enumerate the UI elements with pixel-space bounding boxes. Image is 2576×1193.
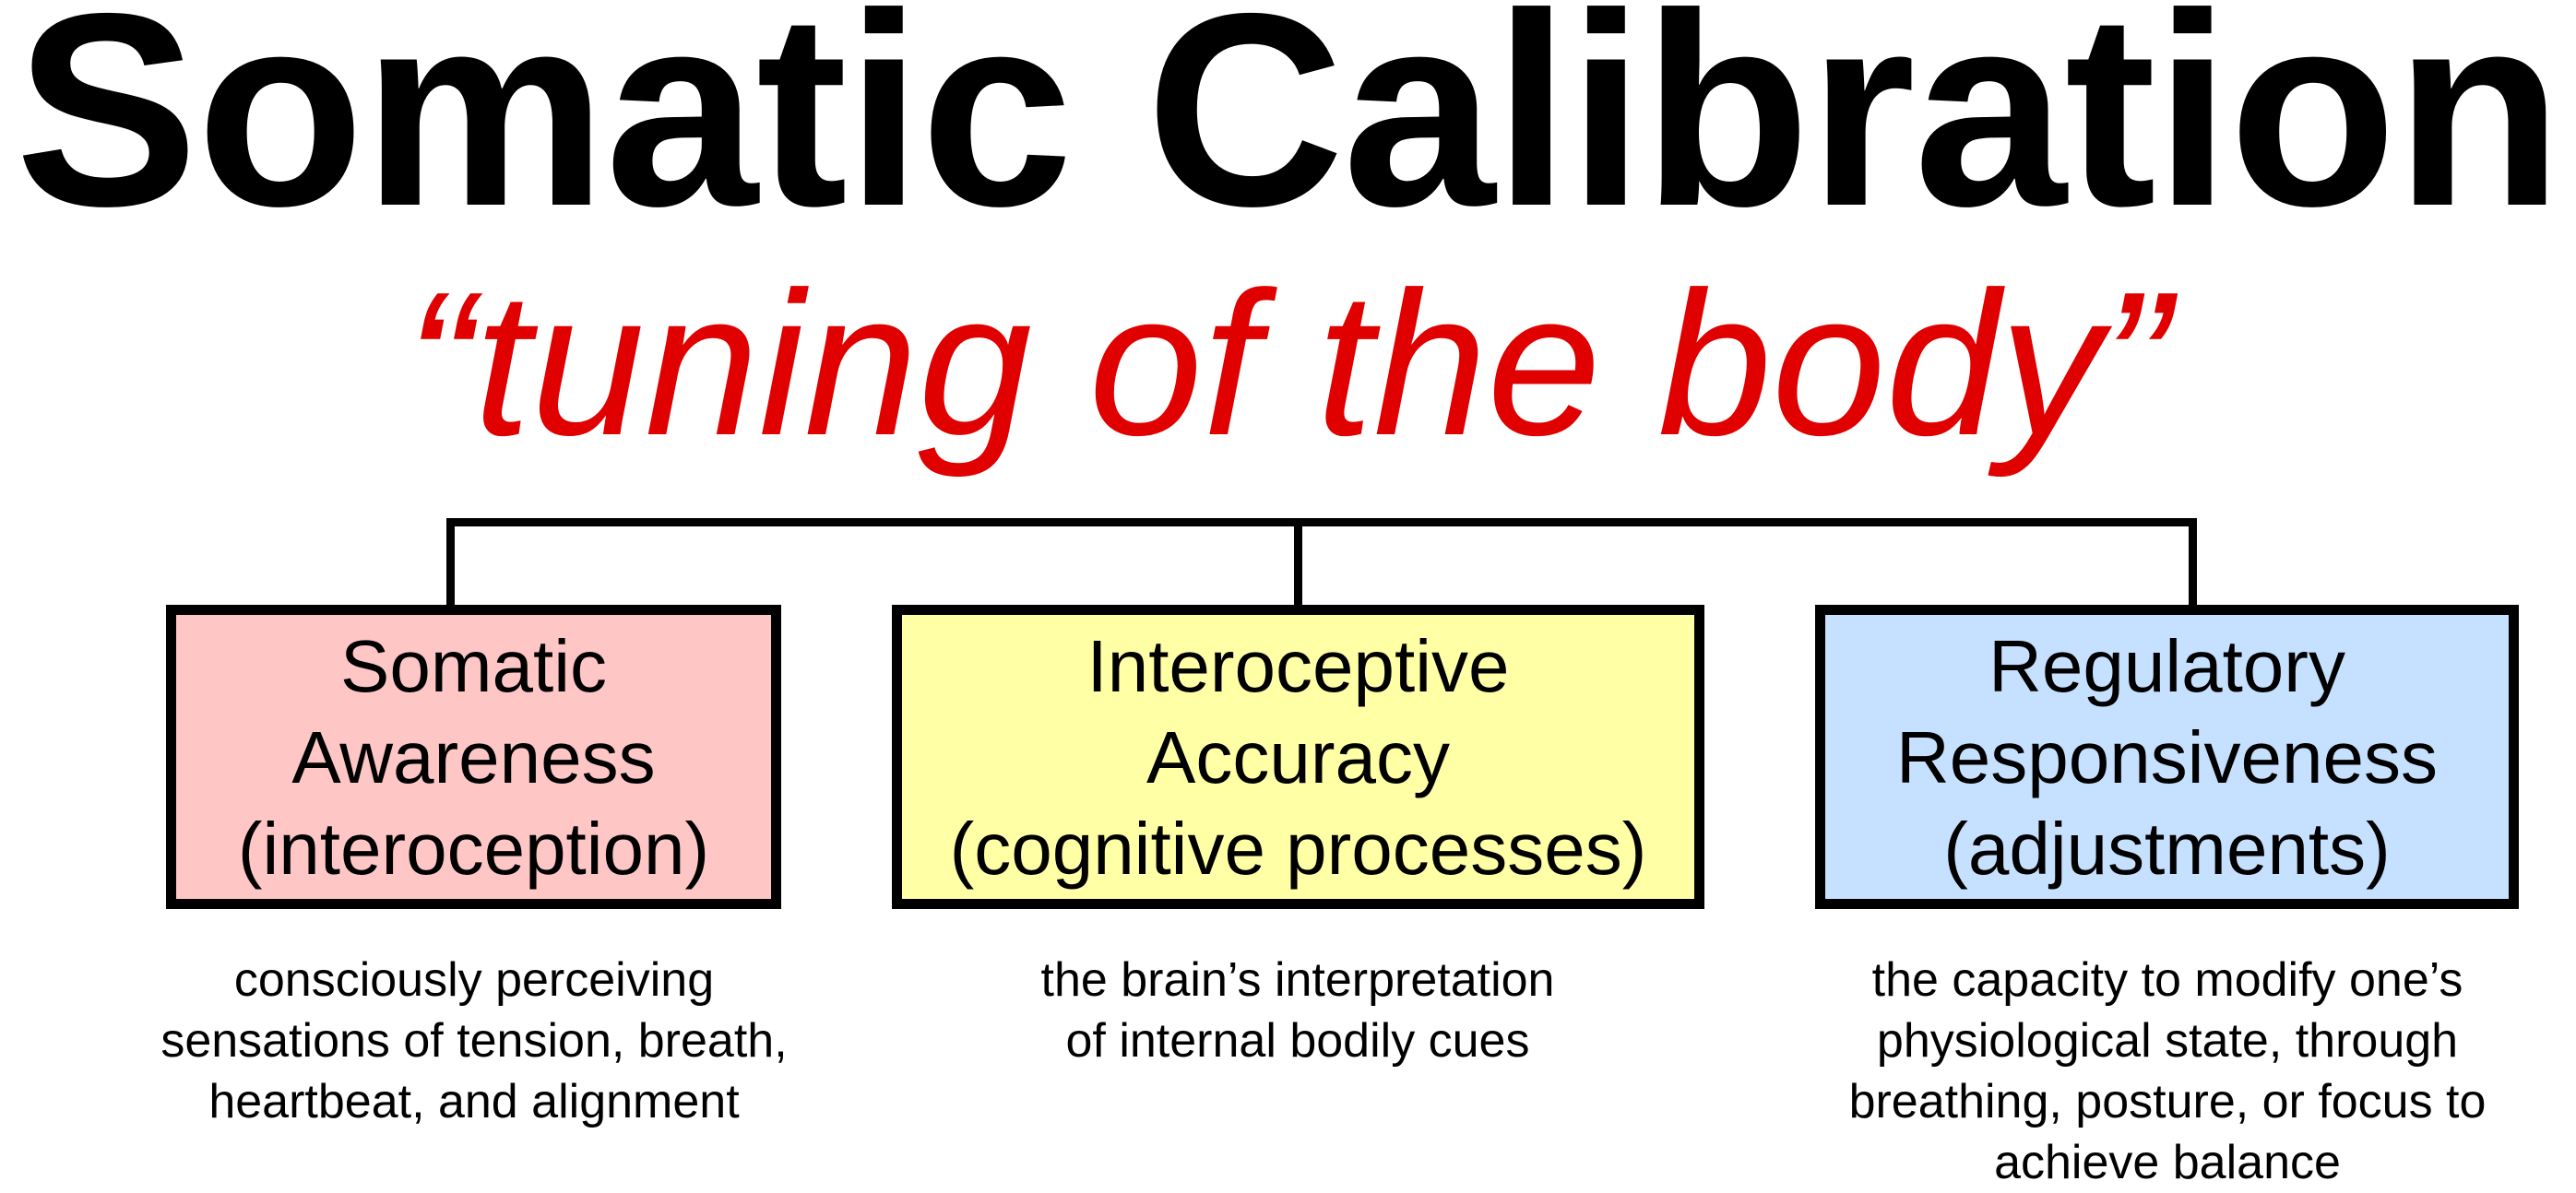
box-regulatory-responsiveness: Regulatory Responsiveness (adjustments) [1815,605,2519,909]
description-regulatory-responsiveness: the capacity to modify one’s physiologic… [1752,950,2576,1193]
description-line: the brain’s interpretation [1040,953,1555,1007]
box-label-line: Responsiveness [1896,715,2438,798]
connector-horizontal-line [446,518,2197,526]
description-line: sensations of tension, breath, [160,1014,788,1068]
description-line: achieve balance [1994,1136,2341,1189]
box-label-line: Somatic [340,624,607,707]
description-somatic-awareness: consciously perceiving sensations of ten… [105,950,843,1132]
connector-line-somatic-awareness [446,518,455,608]
description-line: the capacity to modify one’s [1871,953,2463,1007]
diagram-title: Somatic Calibration [15,0,2562,264]
description-line: breathing, posture, or focus to [1848,1075,2487,1128]
diagram-subtitle: “tuning of the body” [406,250,2170,478]
description-interoceptive-accuracy: the brain’s interpretation of internal b… [929,950,1667,1071]
box-label-line: (interoception) [237,807,710,890]
connector-line-interoceptive-accuracy [1294,518,1302,608]
connector-line-regulatory-responsiveness [2189,518,2197,608]
description-line: physiological state, through [1876,1014,2459,1068]
box-label-line: Accuracy [1146,715,1450,798]
description-line: heartbeat, and alignment [208,1075,740,1128]
box-label-line: Regulatory [1988,624,2345,707]
description-line: of internal bodily cues [1065,1014,1530,1068]
box-label-line: Awareness [291,715,656,798]
description-line: consciously perceiving [233,953,715,1007]
box-label-line: (adjustments) [1943,807,2391,890]
box-label-line: Interoceptive [1086,624,1510,707]
box-interoceptive-accuracy: Interoceptive Accuracy (cognitive proces… [892,605,1704,909]
box-label-line: (cognitive processes) [949,807,1647,890]
box-somatic-awareness: Somatic Awareness (interoception) [166,605,781,909]
